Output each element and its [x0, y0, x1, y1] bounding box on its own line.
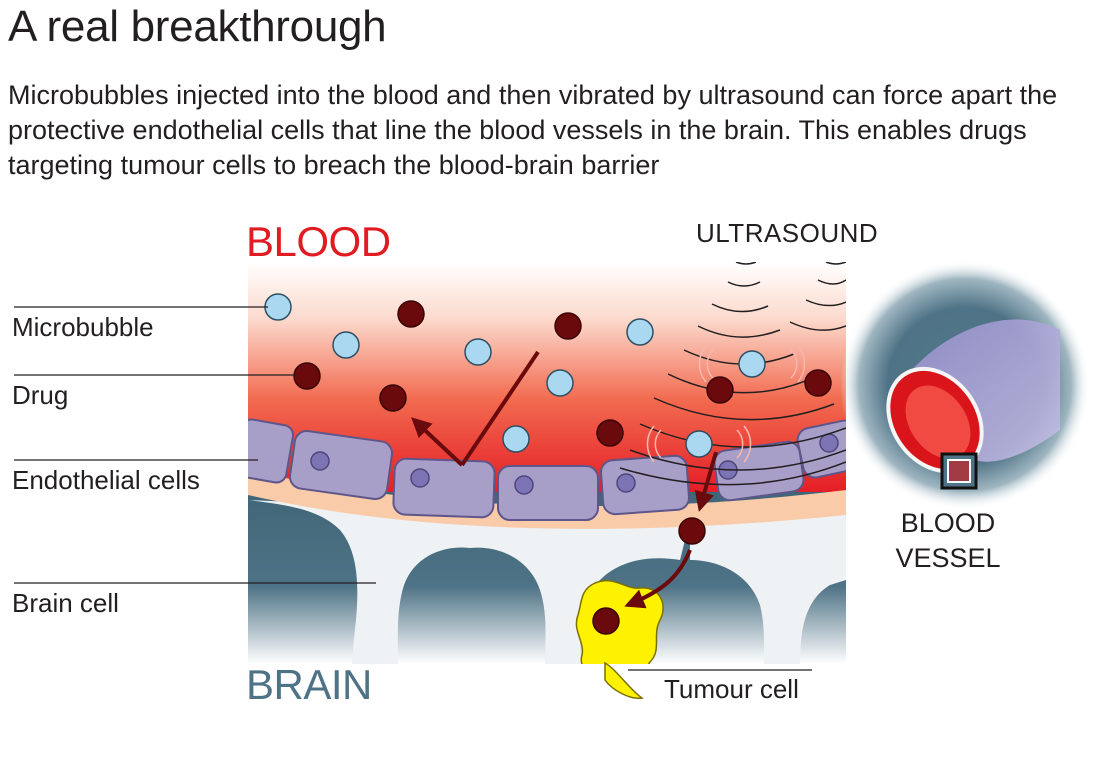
- tumour-cell-tail: [604, 661, 644, 699]
- page-title: A real breakthrough: [8, 2, 387, 51]
- vibration-halos: [646, 345, 806, 463]
- microbubbles: [264, 293, 766, 458]
- callout-tumour-cell: Tumour cell: [664, 674, 799, 704]
- brain-cells: [248, 495, 846, 664]
- brain-label: BRAIN: [246, 661, 372, 708]
- drug-to-tumour-arrow: [624, 549, 692, 609]
- endothelial-nuclei: [310, 433, 839, 495]
- page-subtitle: Microbubbles injected into the blood and…: [8, 80, 1058, 180]
- callout-microbubble: Microbubble: [12, 312, 154, 342]
- callout-brain-cell: Brain cell: [12, 588, 119, 618]
- blood-label: BLOOD: [246, 218, 391, 265]
- blood-vessel-inset: [840, 260, 1090, 510]
- callout-drug: Drug: [12, 380, 69, 410]
- ultrasound-waves: [619, 262, 846, 486]
- drug-in-tumour: [592, 607, 620, 635]
- drug-passage-arrow: [694, 451, 718, 512]
- basement-membrane: [248, 470, 846, 529]
- callout-lines: [14, 306, 812, 671]
- callout-endothelial-cells: Endothelial cells: [12, 465, 200, 495]
- blood-vessel-label: BLOOD VESSEL: [895, 508, 1001, 573]
- drug-molecules: [293, 300, 832, 545]
- blocked-drug-arrow: [411, 350, 540, 467]
- ultrasound-label: ULTRASOUND: [696, 218, 879, 248]
